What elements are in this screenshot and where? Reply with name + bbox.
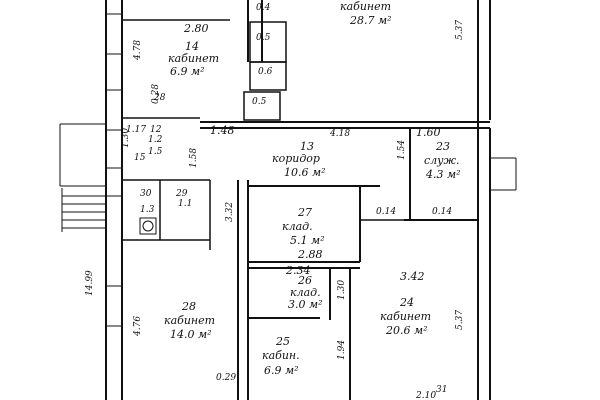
small-code-2: 28: [153, 93, 166, 103]
room-27-area: 5.1 м²: [290, 234, 325, 247]
dimension-labels: 5.37 5.37 4.18 4.78 4.76 14.99 1.17 1.30…: [85, 20, 465, 400]
room-24-number: 24: [399, 296, 414, 309]
room-13-number: 13: [300, 140, 314, 153]
dim-12: 0.14: [432, 207, 452, 217]
room-13-name: коридор: [272, 152, 320, 165]
room-26-name: клад.: [290, 286, 321, 299]
room-27-number: 27: [297, 206, 312, 219]
room-28-number: 28: [181, 300, 196, 313]
room-top-name: кабинет: [340, 0, 391, 13]
small-area-4: 1.2: [148, 135, 163, 145]
room-23-name: служ.: [424, 154, 460, 167]
room-25-name: кабин.: [262, 349, 300, 362]
dim-16: 2.10: [415, 391, 436, 400]
small-area-3: 0.5: [252, 97, 267, 107]
dim-6: 1.17: [126, 125, 146, 135]
room-23-extra: 1.60: [416, 126, 441, 139]
dim-3: 4.78: [133, 40, 143, 61]
room-13-extra: 1.48: [210, 124, 235, 137]
dim-10: 1.30: [337, 280, 347, 300]
small-area-2: 0.6: [258, 67, 273, 77]
dim-5: 14.99: [85, 270, 95, 296]
dim-13: 1.54: [397, 140, 407, 160]
dim-14: 0.29: [216, 373, 236, 383]
room-14-area: 6.9 м²: [170, 65, 205, 78]
small-area-labels: 0.4 0.5 0.6 0.5 1.2 1.5 1.1 1.3: [140, 3, 273, 215]
room-labels: кабинет 28.7 м² 14 кабинет 6.9 м² 2.80 1…: [164, 0, 461, 377]
room-13-area: 10.6 м²: [284, 166, 326, 179]
small-code-3: 29: [175, 189, 188, 199]
room-27-name: клад.: [282, 220, 313, 233]
room-24-area: 20.6 м²: [385, 324, 428, 337]
small-code-0: 12: [150, 125, 162, 135]
small-code-4: 30: [140, 189, 152, 199]
room-23-area: 4.3 м²: [425, 168, 461, 181]
room-14-extra: 2.80: [183, 22, 209, 35]
dim-7: 1.30: [121, 128, 131, 148]
room-top-area: 28.7 м²: [349, 14, 392, 27]
dim-2: 4.18: [329, 129, 350, 139]
room-14-name: кабинет: [168, 52, 219, 65]
room-27-extra: 2.88: [297, 248, 323, 261]
room-23-number: 23: [435, 140, 450, 153]
room-24-extra: 3.42: [400, 270, 425, 283]
room-25-number: 25: [275, 335, 290, 348]
room-24-name: кабинет: [380, 310, 431, 323]
walls: [59, 0, 517, 400]
dim-8: 1.58: [189, 148, 199, 168]
small-room-codes: 12 15 28 29 30 31: [134, 93, 447, 395]
small-code-5: 31: [436, 385, 447, 395]
small-code-1: 15: [134, 153, 146, 163]
dim-9: 3.32: [225, 202, 235, 222]
dim-4: 4.76: [133, 316, 143, 337]
room-26-extra: 2.34: [285, 264, 311, 277]
room-14-number: 14: [185, 40, 199, 53]
room-28-area: 14.0 м²: [170, 328, 212, 341]
room-26-area: 3.0 м²: [288, 298, 323, 311]
room-26-number: 26: [297, 274, 312, 287]
dim-11: 0.14: [376, 207, 396, 217]
room-25-area: 6.9 м²: [264, 364, 299, 377]
dim-15: 1.94: [337, 340, 347, 360]
room-28-name: кабинет: [164, 314, 215, 327]
small-area-7: 1.3: [140, 205, 155, 215]
small-area-0: 0.4: [256, 3, 271, 13]
small-area-5: 1.5: [148, 147, 163, 157]
small-area-1: 0.5: [256, 33, 271, 43]
dim-1: 5.37: [455, 310, 465, 330]
dim-0: 5.37: [455, 20, 465, 40]
dim-17: 0.28: [151, 84, 161, 104]
small-area-6: 1.1: [178, 199, 192, 209]
